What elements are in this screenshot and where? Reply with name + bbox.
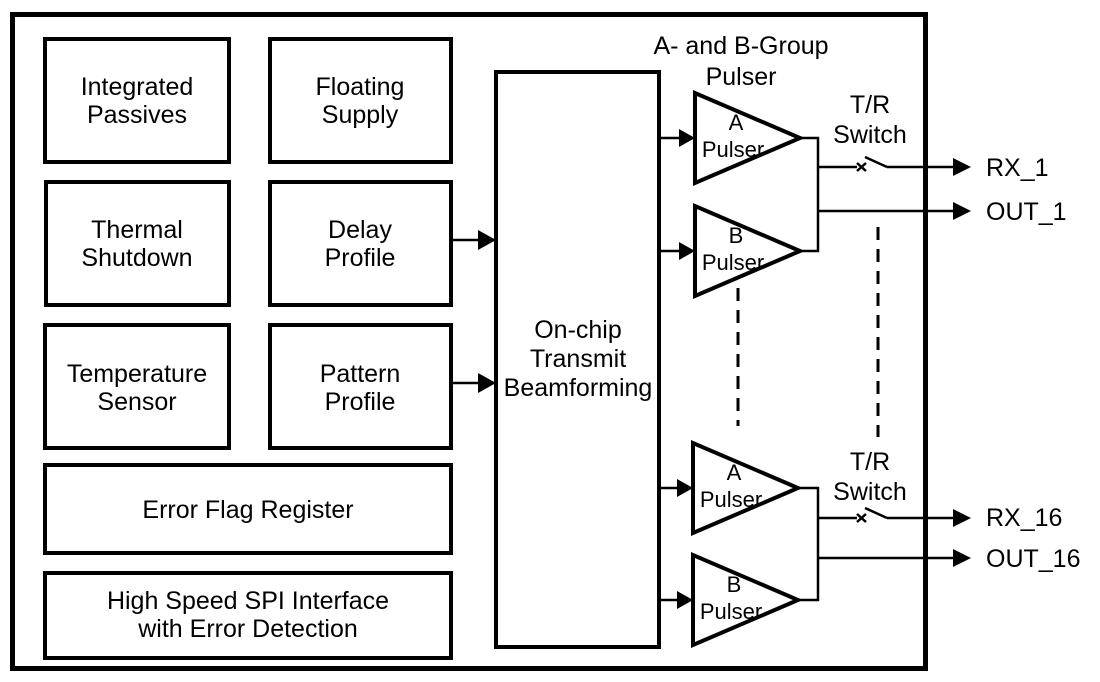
pulser-a-group1-label: Pulser	[702, 137, 764, 162]
pulser-a-group1-triangle	[693, 89, 806, 187]
out1-label: OUT_1	[986, 198, 1067, 226]
block-pattern-profile	[268, 323, 453, 450]
pattern-profile-label: Pattern	[320, 360, 401, 388]
chip-boundary	[10, 12, 928, 671]
block-delay-profile	[268, 180, 453, 307]
arrowhead-delay-to-beamforming	[478, 230, 496, 250]
arrowhead-out1	[953, 202, 971, 220]
spi-interface-label: with Error Detection	[137, 615, 358, 643]
pulser-b-group1-triangle	[693, 202, 806, 300]
pulser-group-title: Pulser	[706, 63, 777, 91]
block-error-flag-register	[43, 463, 453, 555]
error-flag-register-label: Error Flag Register	[142, 496, 353, 524]
arrowhead-rx1	[953, 158, 971, 176]
delay-profile-label: Profile	[325, 244, 396, 272]
tr-switch-2-label: T/R	[850, 448, 890, 476]
arrowhead-rx16	[953, 509, 971, 527]
block-thermal-shutdown	[44, 180, 231, 307]
pulser-b-group1-label: B	[729, 223, 744, 248]
temperature-sensor-label: Sensor	[97, 388, 176, 416]
pulser-a-group1-label: A	[729, 110, 744, 135]
pulser-b-group2-label: B	[727, 572, 742, 597]
block-spi-interface	[43, 571, 453, 660]
beamforming-label: Transmit	[530, 345, 626, 373]
tr-switch-1-label: T/R	[850, 91, 890, 119]
pulser-a-group2-triangle	[691, 439, 804, 537]
pulser-a-group2-label: A	[727, 460, 742, 485]
tr-switch-2-icon	[856, 506, 888, 523]
integrated-passives-label: Passives	[87, 101, 187, 129]
arrowhead-beamforming-to-b1	[679, 242, 695, 260]
pulser-b-group2-label: Pulser	[700, 599, 762, 624]
beamforming-label: On-chip	[534, 316, 622, 344]
thermal-shutdown-label: Shutdown	[81, 244, 192, 272]
delay-profile-label: Delay	[328, 216, 392, 244]
tr-switch-2-label: Switch	[833, 478, 907, 506]
block-integrated-passives	[43, 37, 231, 164]
beamforming-label: Beamforming	[504, 374, 653, 402]
tr-switch-1-icon	[856, 155, 888, 172]
arrowhead-beamforming-to-a1	[679, 129, 695, 147]
arrowhead-beamforming-to-a2	[677, 479, 693, 497]
temperature-sensor-label: Temperature	[67, 360, 207, 388]
arrowhead-pattern-to-beamforming	[478, 373, 496, 393]
pulser-b-group1-label: Pulser	[702, 250, 764, 275]
pattern-profile-label: Profile	[325, 388, 396, 416]
thermal-shutdown-label: Thermal	[91, 216, 183, 244]
block-temperature-sensor	[43, 323, 231, 450]
block-beamforming	[494, 70, 661, 649]
arrowhead-beamforming-to-b2	[677, 591, 693, 609]
out16-label: OUT_16	[986, 545, 1080, 573]
spi-interface-label: High Speed SPI Interface	[107, 587, 389, 615]
rx1-label: RX_1	[986, 154, 1049, 182]
tr-switch-1-label: Switch	[833, 121, 907, 149]
floating-supply-label: Supply	[322, 101, 399, 129]
pulser-b-group2-triangle	[691, 551, 804, 649]
pulser-a-group2-label: Pulser	[700, 487, 762, 512]
pulser-group-title: A- and B-Group	[653, 32, 828, 60]
bus-group1	[799, 136, 820, 253]
integrated-passives-label: Integrated	[81, 73, 194, 101]
rx16-label: RX_16	[986, 504, 1062, 532]
block-floating-supply	[268, 37, 453, 164]
arrowhead-out16	[953, 549, 971, 567]
bus-group2	[797, 486, 820, 602]
floating-supply-label: Floating	[316, 73, 405, 101]
